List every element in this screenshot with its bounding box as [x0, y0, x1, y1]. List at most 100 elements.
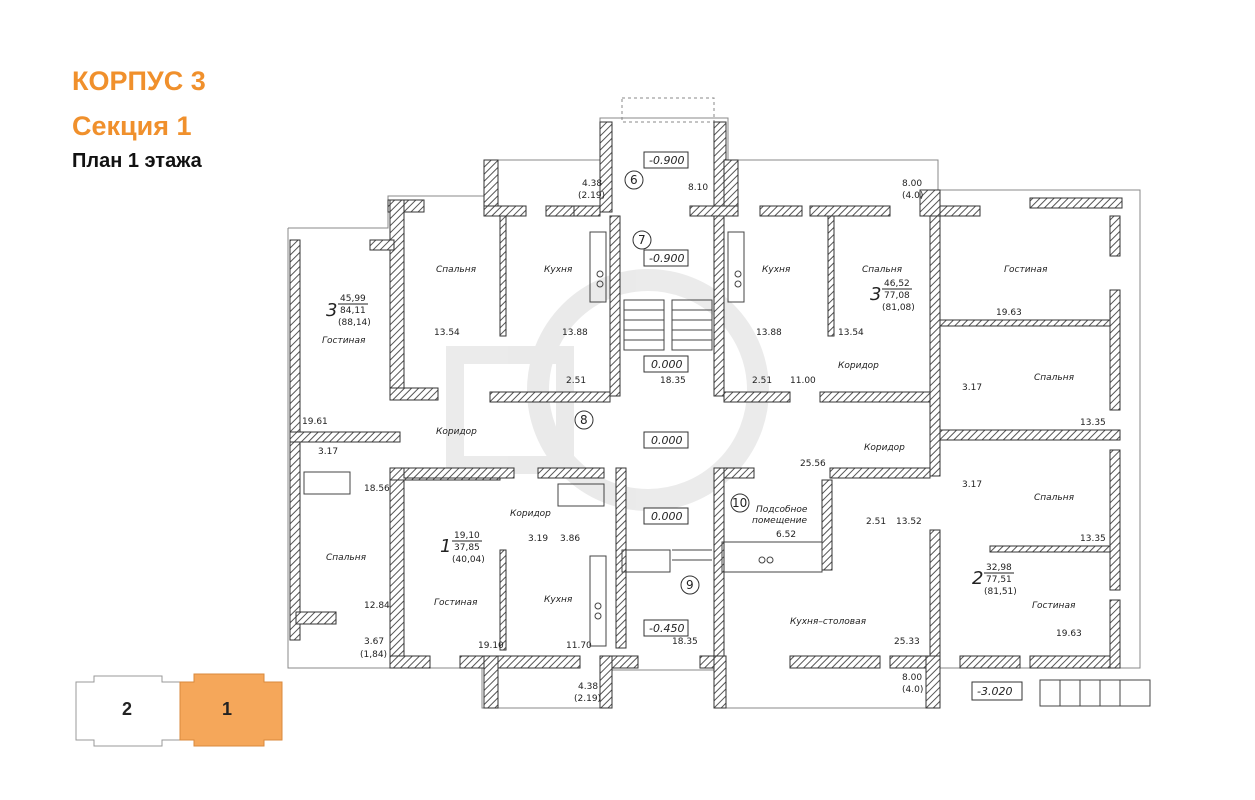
- room-kitchen-1: Кухня: [544, 265, 573, 275]
- area-label: 4.38: [578, 682, 598, 692]
- area-label: 6.52: [776, 530, 796, 540]
- circle-6: 6: [630, 173, 638, 187]
- level-mark-2: -0.900: [649, 252, 684, 265]
- room-bedroom-1: Спальня: [436, 265, 477, 275]
- room-kitchen-3: Кухня: [544, 595, 573, 605]
- area-label: 2.51: [752, 376, 772, 386]
- room-bedroom-3: Спальня: [1034, 373, 1075, 383]
- stairs: [621, 299, 713, 573]
- area-label: 3.86: [560, 534, 580, 544]
- section-title: Секция 1: [72, 111, 192, 141]
- room-utility-2: помещение: [752, 516, 807, 526]
- room-living-4: Гостиная: [1032, 601, 1076, 611]
- area-label: 11.70: [566, 641, 592, 651]
- area-label: 19.63: [996, 308, 1022, 318]
- circle-10: 10: [732, 496, 747, 510]
- section-selector: 2 1: [75, 673, 283, 747]
- svg-text:19,10: 19,10: [454, 531, 480, 541]
- area-label: (4.0): [902, 191, 923, 201]
- apartment-3-right: 3 46,52 77,08 (81,08): [870, 279, 915, 313]
- area-label: 25.56: [800, 459, 826, 469]
- room-corridor-2: Коридор: [436, 427, 477, 437]
- svg-text:77,51: 77,51: [986, 575, 1012, 585]
- level-mark-6: -0.450: [649, 622, 684, 635]
- area-label: 3.17: [962, 383, 982, 393]
- area-label: 19.63: [1056, 629, 1082, 639]
- svg-text:77,08: 77,08: [884, 291, 910, 301]
- area-label: 18.56: [364, 484, 390, 494]
- area-label: 8.10: [688, 183, 708, 193]
- svg-text:46,52: 46,52: [884, 279, 910, 289]
- level-mark-1: -0.900: [649, 154, 684, 167]
- room-living-1: Гостиная: [1004, 265, 1048, 275]
- area-label: 12.84: [364, 601, 390, 611]
- svg-text:84,11: 84,11: [340, 306, 366, 316]
- level-mark-5: 0.000: [651, 510, 683, 523]
- apartment-3-left: 3 45,99 84,11 (88,14): [326, 294, 371, 328]
- area-label: 3.19: [528, 534, 548, 544]
- floor-plan-title: План 1 этажа: [72, 150, 202, 172]
- area-label: (4.0): [902, 685, 923, 695]
- svg-text:1: 1: [222, 699, 232, 719]
- svg-text:32,98: 32,98: [986, 563, 1012, 573]
- area-label: 8.00: [902, 179, 922, 189]
- area-label: 3.17: [962, 480, 982, 490]
- circle-9: 9: [686, 578, 694, 592]
- fixtures: [303, 231, 823, 647]
- circle-8: 8: [580, 413, 588, 427]
- area-label: 13.88: [562, 328, 588, 338]
- area-label: (1,84): [360, 650, 387, 660]
- svg-text:1: 1: [440, 536, 451, 557]
- area-label: 18.35: [672, 637, 698, 647]
- area-label: 13.52: [896, 517, 922, 527]
- room-kitchen-2: Кухня: [762, 265, 791, 275]
- room-circles: [574, 170, 750, 595]
- level-marks: [643, 151, 1023, 701]
- apartment-2: 2 32,98 77,51 (81,51): [972, 563, 1017, 597]
- area-label: 13.35: [1080, 534, 1106, 544]
- svg-text:2: 2: [972, 568, 983, 589]
- entrance-steps: [1039, 679, 1151, 707]
- area-label: 2.51: [566, 376, 586, 386]
- svg-text:2: 2: [122, 699, 132, 719]
- walls: [289, 121, 1123, 709]
- area-label: (2.19): [574, 694, 601, 704]
- svg-text:3: 3: [870, 284, 881, 305]
- area-label: 13.54: [838, 328, 864, 338]
- watermark: [446, 269, 769, 511]
- area-label: 8.00: [902, 673, 922, 683]
- room-living-2: Гостиная: [322, 336, 366, 346]
- area-label: 4.38: [582, 179, 602, 189]
- area-label: 13.35: [1080, 418, 1106, 428]
- svg-text:45,99: 45,99: [340, 294, 366, 304]
- svg-text:(81,08): (81,08): [882, 303, 915, 313]
- room-corridor-1: Коридор: [838, 361, 879, 371]
- svg-text:(40,04): (40,04): [452, 555, 485, 565]
- circle-7: 7: [638, 233, 646, 247]
- svg-text:(81,51): (81,51): [984, 587, 1017, 597]
- room-bedroom-5: Спальня: [326, 553, 367, 563]
- area-label: 3.67: [364, 637, 384, 647]
- area-label: 13.88: [756, 328, 782, 338]
- area-label: 19.61: [302, 417, 328, 427]
- level-mark-3: 0.000: [651, 358, 683, 371]
- level-mark-7: -3.020: [977, 685, 1012, 698]
- room-utility-1: Подсобное: [756, 505, 808, 515]
- room-bedroom-2: Спальня: [862, 265, 903, 275]
- room-kitchen-dining: Кухня–столовая: [790, 617, 867, 627]
- svg-text:(88,14): (88,14): [338, 318, 371, 328]
- building-title: КОРПУС 3: [72, 66, 206, 96]
- section-button-2[interactable]: 2: [75, 675, 181, 747]
- room-living-3: Гостиная: [434, 598, 478, 608]
- area-label: 13.54: [434, 328, 460, 338]
- apartment-1: 1 19,10 37,85 (40,04): [440, 531, 485, 565]
- area-label: 18.35: [660, 376, 686, 386]
- svg-text:3: 3: [326, 300, 337, 321]
- area-label: 3.17: [318, 447, 338, 457]
- room-corridor-4: Коридор: [510, 509, 551, 519]
- room-corridor-3: Коридор: [864, 443, 905, 453]
- area-label: 25.33: [894, 637, 920, 647]
- area-label: 2.51: [866, 517, 886, 527]
- section-button-1[interactable]: 1: [179, 673, 283, 747]
